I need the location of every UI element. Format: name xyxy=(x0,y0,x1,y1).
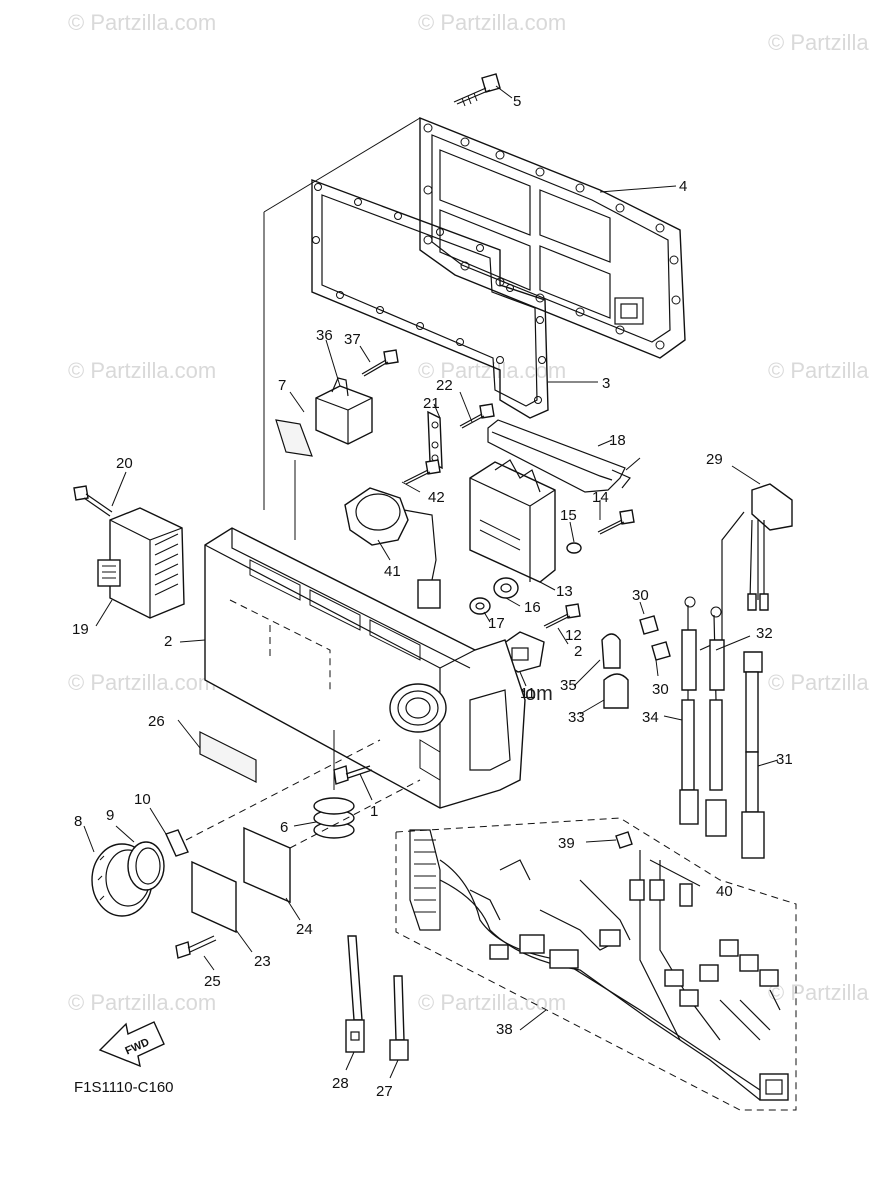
watermark-text: © Partzilla.com xyxy=(68,10,216,35)
cable-part-31 xyxy=(741,651,765,859)
electrical-box-part-2 xyxy=(204,527,526,809)
callout-34: 34 xyxy=(642,709,659,726)
label-part-26 xyxy=(199,731,257,783)
callout-2a: 2 xyxy=(164,633,172,650)
watermarks: © Partzilla.com © Partzilla.com © Partzi… xyxy=(68,10,869,1015)
screw-part-37 xyxy=(361,349,399,377)
callout-24: 24 xyxy=(296,921,313,938)
callout-4: 4 xyxy=(679,178,687,195)
callout-22: 22 xyxy=(436,377,453,394)
connector-part-39 xyxy=(615,831,633,849)
fwd-arrow: FWD xyxy=(98,1021,165,1068)
screw-part-22 xyxy=(459,403,495,429)
callout-38: 38 xyxy=(496,1021,513,1038)
nut-part-30b xyxy=(651,641,671,661)
diagram-code: F1S1110-C160 xyxy=(74,1079,174,1096)
strap-part-28 xyxy=(345,935,365,1053)
nut-part-30a xyxy=(639,615,659,635)
collar-part-17 xyxy=(469,597,491,615)
callout-1: 1 xyxy=(370,803,378,820)
screw-part-25 xyxy=(175,935,217,959)
bracket-part-18 xyxy=(487,419,631,493)
clip-part-10 xyxy=(165,829,189,857)
callout-29: 29 xyxy=(706,451,723,468)
callout-6: 6 xyxy=(280,819,288,836)
callout-14: 14 xyxy=(592,489,609,506)
callout-15: 15 xyxy=(560,507,577,524)
callout-13: 13 xyxy=(556,583,573,600)
screw-part-14 xyxy=(597,509,635,535)
callout-26: 26 xyxy=(148,713,165,730)
callout-41: 41 xyxy=(384,563,401,580)
callout-36: 36 xyxy=(316,327,333,344)
watermark-text: © Partzilla.com xyxy=(768,670,869,695)
callout-39: 39 xyxy=(558,835,575,852)
pad-part-7 xyxy=(275,419,313,457)
gasket-part-3 xyxy=(311,178,549,419)
callout-33: 33 xyxy=(568,709,585,726)
grommet-part-6 xyxy=(313,730,355,839)
o-ring-part-9 xyxy=(127,841,165,891)
sensor-part-41 xyxy=(344,487,441,609)
screw-part-42 xyxy=(403,459,441,485)
screw-part-5 xyxy=(453,73,501,107)
screw-part-12 xyxy=(543,603,581,629)
callout-numbers: 5 4 3 18 36 37 7 22 21 29 20 42 14 15 41… xyxy=(72,93,793,1100)
callout-5: 5 xyxy=(513,93,521,110)
boot-part-33 xyxy=(603,673,629,709)
plate-part-24 xyxy=(243,779,421,904)
callout-2b: 2 xyxy=(574,643,582,660)
leader-lines xyxy=(83,85,779,1079)
grommet-part-16 xyxy=(493,577,519,599)
watermark-text: © Partzilla.com xyxy=(418,10,566,35)
washer-part-15 xyxy=(566,542,582,554)
plate-part-23 xyxy=(191,860,237,934)
watermark-text: © Partzilla.com xyxy=(768,30,869,55)
strap-part-27 xyxy=(389,975,409,1061)
relay-part-36 xyxy=(315,377,373,445)
callout-37: 37 xyxy=(344,331,361,348)
callout-3: 3 xyxy=(602,375,610,392)
callout-12: 12 xyxy=(565,627,582,644)
callout-9: 9 xyxy=(106,807,114,824)
callout-17: 17 xyxy=(488,615,505,632)
cable-part-34 xyxy=(679,596,727,837)
callout-11: 11 xyxy=(520,685,536,702)
bolt-part-1 xyxy=(333,765,373,785)
callout-20: 20 xyxy=(116,455,133,472)
callout-32: 32 xyxy=(756,625,773,642)
callout-42: 42 xyxy=(428,489,445,506)
callout-40: 40 xyxy=(716,883,733,900)
watermark-text: © Partzilla.com xyxy=(418,990,566,1015)
callout-8: 8 xyxy=(74,813,82,830)
bolt-part-20 xyxy=(73,485,113,517)
callout-27: 27 xyxy=(376,1083,393,1100)
callout-25: 25 xyxy=(204,973,221,990)
callout-31: 31 xyxy=(776,751,793,768)
boot-part-35 xyxy=(601,633,621,669)
callout-28: 28 xyxy=(332,1075,349,1092)
wire-harness-part-38 xyxy=(395,817,797,1111)
callout-30a: 30 xyxy=(632,587,649,604)
watermark-text: © Partzilla.com xyxy=(68,670,216,695)
rectifier-part-19 xyxy=(97,507,185,619)
plate-part-21 xyxy=(427,410,443,470)
watermark-text: © Partzilla.com xyxy=(768,358,869,383)
watermark-text: © Partzilla.com xyxy=(68,358,216,383)
callout-18: 18 xyxy=(609,432,626,449)
watermark-text: © Partzilla.com xyxy=(68,990,216,1015)
callout-16: 16 xyxy=(524,599,541,616)
callout-35: 35 xyxy=(560,677,577,694)
watermark-text: © Partzilla.com xyxy=(418,358,566,383)
watermark-text: © Partzilla.com xyxy=(768,980,869,1005)
callout-7: 7 xyxy=(278,377,286,394)
cover-plate-part-4 xyxy=(419,116,686,359)
callout-23: 23 xyxy=(254,953,271,970)
callout-21: 21 xyxy=(423,395,440,412)
callout-10: 10 xyxy=(134,791,151,808)
ecu-part-13 xyxy=(469,459,556,583)
callout-30b: 30 xyxy=(652,681,669,698)
callout-19: 19 xyxy=(72,621,89,638)
